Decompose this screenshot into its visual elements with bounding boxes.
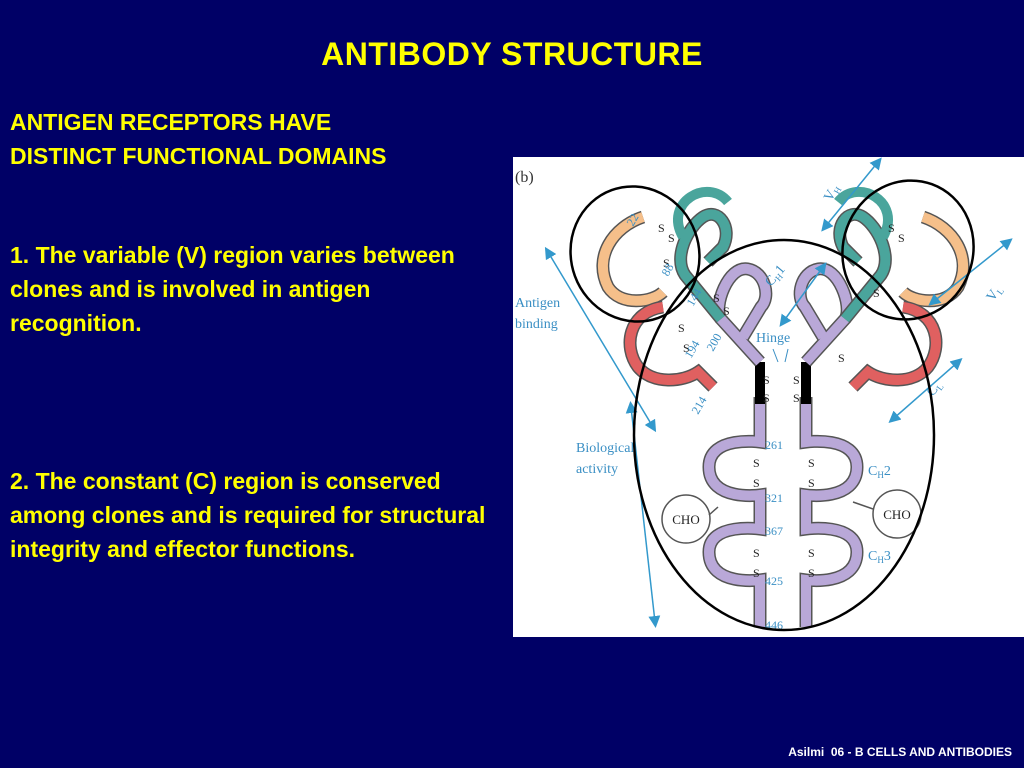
biological-activity-label-2: activity — [576, 462, 618, 477]
svg-text:S: S — [808, 456, 815, 470]
svg-text:S: S — [763, 391, 770, 405]
antibody-diagram: (b) — [515, 157, 1013, 632]
slide-title: ANTIBODY STRUCTURE — [321, 36, 703, 72]
vl-domains — [598, 212, 968, 306]
heavy-chain-outline — [702, 397, 864, 627]
hinge-bar-left — [755, 362, 765, 404]
antigen-binding-label-2: binding — [515, 317, 558, 332]
svg-text:S: S — [753, 566, 760, 580]
svg-text:S: S — [723, 304, 730, 318]
vl-outline — [596, 210, 970, 308]
subtitle-line-1: ANTIGEN RECEPTORS HAVE — [10, 109, 332, 135]
svg-text:S: S — [678, 321, 685, 335]
variable-region-point: 1. The variable (V) region varies betwee… — [10, 242, 455, 336]
svg-text:88: 88 — [658, 261, 676, 278]
constant-region-point: 2. The constant (C) region is conserved … — [10, 468, 486, 562]
svg-text:S: S — [658, 221, 665, 235]
svg-text:214: 214 — [688, 394, 709, 417]
svg-text:S: S — [898, 231, 905, 245]
subtitle-line-2: DISTINCT FUNCTIONAL DOMAINS — [10, 143, 387, 169]
svg-text:S: S — [838, 351, 845, 365]
vl-label: VL — [984, 283, 1006, 305]
svg-text:S: S — [808, 566, 815, 580]
svg-text:S: S — [753, 456, 760, 470]
disulfide-bonds: S S S S S S S S S S S S S S S S S S S S … — [658, 221, 905, 580]
biological-activity-label-1: Biological — [576, 441, 634, 456]
svg-text:S: S — [753, 546, 760, 560]
svg-text:S: S — [713, 291, 720, 305]
svg-text:S: S — [793, 373, 800, 387]
svg-text:261: 261 — [765, 438, 783, 452]
svg-text:S: S — [763, 373, 770, 387]
ch2-label: CH2 — [868, 464, 891, 480]
svg-text:S: S — [808, 546, 815, 560]
side-labels: Antigen binding Biological activity — [515, 296, 634, 477]
residue-numbers: 22 88 144 194 200 214 261 321 367 425 44… — [623, 211, 783, 632]
cho-left: CHO — [661, 494, 719, 544]
svg-text:CHO: CHO — [883, 507, 910, 522]
svg-text:S: S — [793, 391, 800, 405]
annotation-ellipses — [569, 179, 975, 632]
ch1-domains — [713, 263, 853, 366]
heavy-chain-constant — [703, 397, 863, 627]
cho-right: CHO — [852, 489, 922, 539]
svg-text:S: S — [668, 231, 675, 245]
svg-text:S: S — [753, 476, 760, 490]
antigen-binding-label-1: Antigen — [515, 296, 560, 311]
ch1-outline — [712, 262, 854, 367]
svg-text:S: S — [663, 256, 670, 270]
ch3-label: CH3 — [868, 549, 891, 565]
slide-subtitle: ANTIGEN RECEPTORS HAVE DISTINCT FUNCTION… — [10, 105, 510, 173]
panel-label: (b) — [515, 169, 534, 186]
svg-text:S: S — [888, 221, 895, 235]
hinge-bar-right — [801, 362, 811, 404]
svg-text:425: 425 — [765, 574, 783, 588]
svg-text:321: 321 — [765, 491, 783, 505]
cl-domains — [625, 302, 941, 391]
antibody-structure-figure: (b) — [513, 157, 1024, 637]
svg-text:S: S — [683, 341, 690, 355]
svg-text:CHO: CHO — [672, 512, 699, 527]
slide-footer: Asilmi 06 - B CELLS AND ANTIBODIES — [788, 745, 1012, 759]
svg-text:200: 200 — [703, 331, 724, 354]
hinge-label: Hinge — [756, 331, 790, 346]
svg-text:S: S — [873, 286, 880, 300]
svg-text:367: 367 — [765, 524, 783, 538]
svg-text:S: S — [808, 476, 815, 490]
